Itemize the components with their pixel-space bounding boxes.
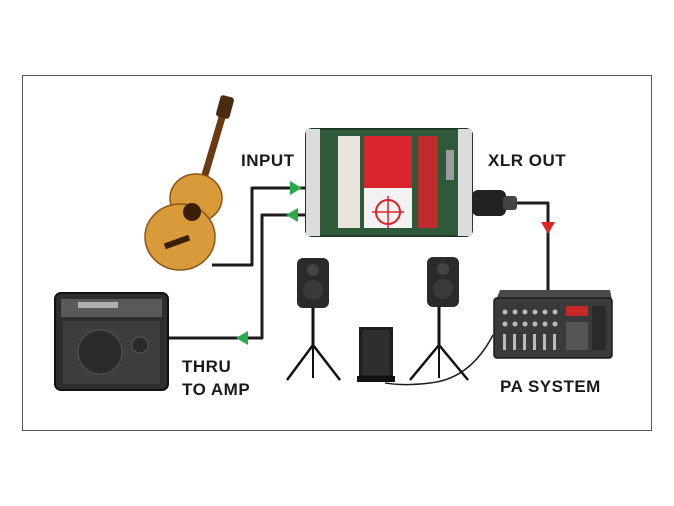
thru-label: THRU <box>182 357 232 376</box>
speaker-right-icon <box>409 257 469 381</box>
xlr-down-arrow-icon <box>541 222 555 234</box>
acoustic-guitar-icon <box>144 95 234 271</box>
pa-system-label: PA SYSTEM <box>500 377 601 396</box>
xlr-plug-icon <box>472 190 517 216</box>
to-amp-label: TO AMP <box>182 380 251 399</box>
subwoofer-icon <box>357 327 395 382</box>
di-box-icon <box>305 128 473 237</box>
pa-mixer-icon <box>493 290 613 359</box>
xlr-out-label: XLR OUT <box>488 151 567 170</box>
guitar-amp-icon <box>54 292 169 391</box>
pa-to-sub-cable <box>384 334 494 386</box>
input-label: INPUT <box>241 151 295 170</box>
speaker-left-icon <box>285 258 341 381</box>
xlr-to-pa-cable <box>515 201 550 290</box>
input-arrow-icon <box>290 181 302 195</box>
thru-amp-arrow-icon <box>236 331 248 345</box>
guitar-to-input-cable <box>212 186 310 267</box>
thru-arrow-icon <box>286 208 298 222</box>
